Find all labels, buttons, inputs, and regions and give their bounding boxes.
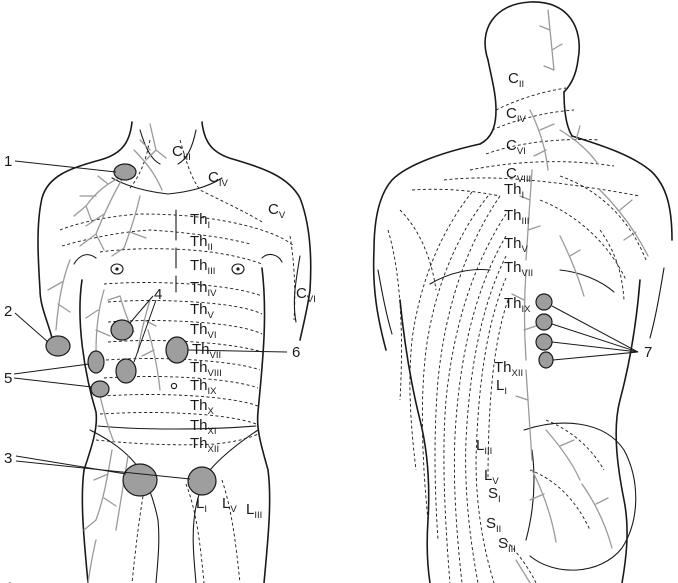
label-c6: CVI xyxy=(296,285,316,305)
back-head-outline xyxy=(485,2,579,92)
zone-2 xyxy=(46,336,70,356)
label-th1: ThI xyxy=(190,211,210,231)
back-pain-zones xyxy=(536,294,553,368)
back-buttock xyxy=(524,423,636,570)
back-label-th5: ThV xyxy=(504,235,529,255)
back-label-l1: LI xyxy=(496,377,507,397)
front-segment-labels: CIII CIV CV CVI ThI ThII ThIII ThIV ThV … xyxy=(172,143,316,521)
label-c4: CIV xyxy=(208,169,228,189)
label-th7: ThVII xyxy=(192,341,221,361)
back-label-th7: ThVII xyxy=(504,259,533,279)
back-label-c2: CII xyxy=(508,70,524,90)
label-th3: ThIII xyxy=(190,257,215,277)
front-body: 1 2 3 4 5 6 CIII CIV CV CVI ThI ThII ThI… xyxy=(4,122,316,583)
label-l1: LI xyxy=(196,495,207,515)
zone-5b xyxy=(91,381,109,397)
zone-7d xyxy=(539,352,553,368)
front-nipples xyxy=(111,264,244,274)
zone-4a xyxy=(111,320,133,340)
back-body: 7 CII CIV CVI CVIII ThI ThIII ThV ThVII … xyxy=(374,2,672,583)
callout-3: 3 xyxy=(4,450,12,467)
label-l5: LV xyxy=(222,495,237,515)
zone-3b xyxy=(188,467,216,495)
zone-7b xyxy=(536,314,552,330)
callout-7: 7 xyxy=(644,344,652,361)
callout-5: 5 xyxy=(4,370,12,387)
back-label-l5: LV xyxy=(484,467,499,487)
back-neck-outline xyxy=(480,60,572,144)
zone-5a xyxy=(88,351,104,373)
back-label-s2: SII xyxy=(486,515,501,535)
zone-6 xyxy=(166,337,188,363)
zone-1 xyxy=(114,164,136,180)
back-label-th1: ThI xyxy=(504,181,524,201)
zone-7c xyxy=(536,334,552,350)
back-segment-labels: CII CIV CVI CVIII ThI ThIII ThV ThVII Th… xyxy=(476,70,533,555)
back-label-s1: SI xyxy=(488,485,501,505)
label-c5: CV xyxy=(268,201,286,221)
back-label-c4: CIV xyxy=(506,105,526,125)
back-label-th3: ThIII xyxy=(504,207,529,227)
front-arm-lines xyxy=(74,255,300,322)
front-neck xyxy=(112,130,222,194)
label-th4: ThIV xyxy=(190,279,217,299)
label-th11: ThXI xyxy=(190,417,217,437)
label-l3: LIII xyxy=(246,501,262,521)
front-navel xyxy=(171,383,176,388)
label-c3: CIII xyxy=(172,143,191,163)
callout-4: 4 xyxy=(154,286,162,303)
zone-7a xyxy=(536,294,552,310)
callout-6: 6 xyxy=(292,344,300,361)
front-callout-leaders xyxy=(14,161,287,479)
back-body-outline xyxy=(374,136,672,583)
callout-2: 2 xyxy=(4,303,12,320)
back-label-s3: SIII xyxy=(498,535,516,555)
label-th9: ThIX xyxy=(190,377,217,397)
callout-1: 1 xyxy=(4,153,12,170)
back-label-th12: ThXII xyxy=(494,359,523,379)
zone-4b xyxy=(116,359,136,383)
back-label-l3: LIII xyxy=(476,437,492,457)
back-label-c6: CVI xyxy=(506,137,526,157)
label-th12: ThXII xyxy=(190,435,219,455)
back-callout-leaders xyxy=(552,306,638,360)
label-th6: ThVI xyxy=(190,321,217,341)
zone-3a xyxy=(123,464,157,496)
back-label-th9: ThIX xyxy=(504,295,531,315)
label-th5: ThV xyxy=(190,301,215,321)
